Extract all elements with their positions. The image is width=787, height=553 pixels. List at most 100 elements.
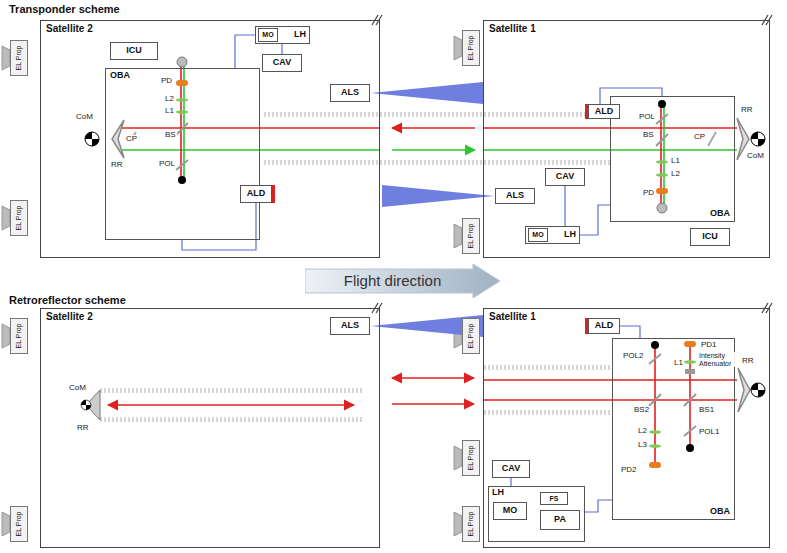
drawing-part	[2, 46, 10, 70]
part-label: BS	[642, 131, 655, 140]
mo-box: MO	[528, 228, 548, 242]
box-label: ALD	[595, 321, 614, 331]
drawing-part	[656, 160, 668, 164]
part-label: PD	[160, 77, 173, 86]
el-prop-box: EL Prop	[462, 318, 480, 354]
el-prop-box: EL Prop	[10, 506, 28, 542]
part-label: L2	[164, 95, 175, 104]
part-label: PD	[642, 189, 655, 198]
oba-box: OBA	[105, 68, 260, 240]
laser-head-box: LHMO	[255, 26, 310, 44]
part-label: PD2	[620, 466, 638, 475]
fiber-connector	[182, 203, 256, 250]
box-label: MO	[532, 231, 543, 239]
drawing-part	[454, 224, 462, 248]
drawing-part	[120, 127, 380, 129]
box-label: ALS	[341, 321, 359, 331]
satellite-outline: Satellite 2ICUOBALHMOCAVALDALS	[40, 20, 380, 258]
part-label: RR	[76, 424, 90, 433]
drawing-part	[454, 446, 462, 470]
acquisition-beams	[371, 82, 494, 337]
el-prop-box: EL Prop	[10, 200, 28, 236]
box-label: MO	[262, 31, 273, 39]
drawing-part	[656, 188, 668, 194]
fiber-connector	[281, 44, 282, 54]
box-label: EL Prop	[15, 323, 23, 348]
box-label: EL Prop	[467, 223, 475, 248]
box-label: EL Prop	[467, 323, 475, 348]
drawing-part	[176, 123, 188, 135]
box-label: LH	[492, 488, 504, 498]
box-label: MO	[503, 506, 518, 516]
box-label: EL Prop	[15, 45, 23, 70]
als-box: ALS	[330, 84, 370, 102]
part-label: POL	[158, 160, 176, 169]
mo-box: MO	[258, 28, 278, 42]
el-prop-box: EL Prop	[10, 40, 28, 76]
part-label: RR	[110, 161, 124, 170]
satellite-outline: Satellite 1ICUOBAALDALSCAVLHMO	[483, 20, 770, 258]
part-label: BS1	[698, 406, 715, 415]
als-box: ALS	[495, 188, 535, 204]
beam-tubes	[100, 112, 612, 422]
el-prop-box: EL Prop	[462, 506, 480, 542]
arrow-body	[305, 264, 500, 298]
part-label: RR	[740, 106, 754, 115]
part-label: L1	[673, 359, 684, 368]
box-label: EL Prop	[467, 35, 475, 60]
drawing-part	[2, 324, 10, 348]
drawing-part	[751, 383, 765, 397]
drawing-part	[371, 82, 483, 104]
drawing-part	[108, 404, 354, 406]
part-label: BS	[164, 131, 177, 140]
box-label: ALD	[595, 107, 614, 117]
drawing-part	[483, 365, 612, 370]
part-label: Intensity Attenuator	[698, 352, 740, 367]
drawing-part	[454, 36, 462, 60]
drawing-part	[656, 173, 668, 177]
part-label: PD1	[700, 341, 718, 350]
part-label: CoM	[75, 113, 94, 122]
drawing-part	[651, 341, 659, 349]
panel-heading: Transponder scheme	[8, 3, 121, 15]
drawing-part	[262, 160, 610, 165]
drawing-part	[176, 160, 188, 170]
laser-beams	[108, 64, 737, 468]
fiber-connector	[580, 205, 610, 235]
drawing-part	[2, 512, 10, 536]
fiber-connector	[510, 478, 511, 486]
drawing-part	[738, 368, 750, 412]
drawing-part	[100, 388, 362, 393]
mo-box: MO	[493, 502, 527, 520]
el-prop-box: EL Prop	[462, 30, 480, 66]
box-label: ALD	[247, 189, 266, 199]
box-label: ALS	[506, 191, 524, 201]
part-label: POL1	[698, 428, 720, 437]
part-label: BS2	[633, 406, 650, 415]
laser-head-box: LH MO	[525, 226, 580, 244]
box-label: OBA	[710, 209, 730, 219]
satellite-name: Satellite 2	[46, 311, 93, 322]
part-label: L1	[670, 157, 681, 166]
drawing-part	[684, 341, 696, 347]
box-label: ALS	[341, 88, 359, 98]
drawing-part	[85, 132, 99, 146]
flight-direction-arrow: Flight direction	[305, 264, 500, 298]
box-label: PA	[554, 515, 566, 525]
icu-box: ICU	[690, 228, 730, 246]
part-label: L3	[637, 441, 648, 450]
drawing-part	[708, 132, 716, 146]
satellite-name: Satellite 2	[46, 23, 93, 34]
fiber-connector	[564, 186, 565, 226]
drawing-part	[686, 444, 694, 452]
drawing-part	[658, 100, 666, 108]
part-label: POL2	[622, 352, 644, 361]
drawing-part	[454, 512, 462, 536]
drawing-part	[272, 185, 275, 203]
fiber-connector	[620, 326, 640, 338]
ald-sensor-bars	[272, 104, 588, 334]
als-box: ALS	[330, 317, 370, 335]
drawing-part	[81, 400, 91, 410]
box-label: LH	[564, 230, 576, 240]
